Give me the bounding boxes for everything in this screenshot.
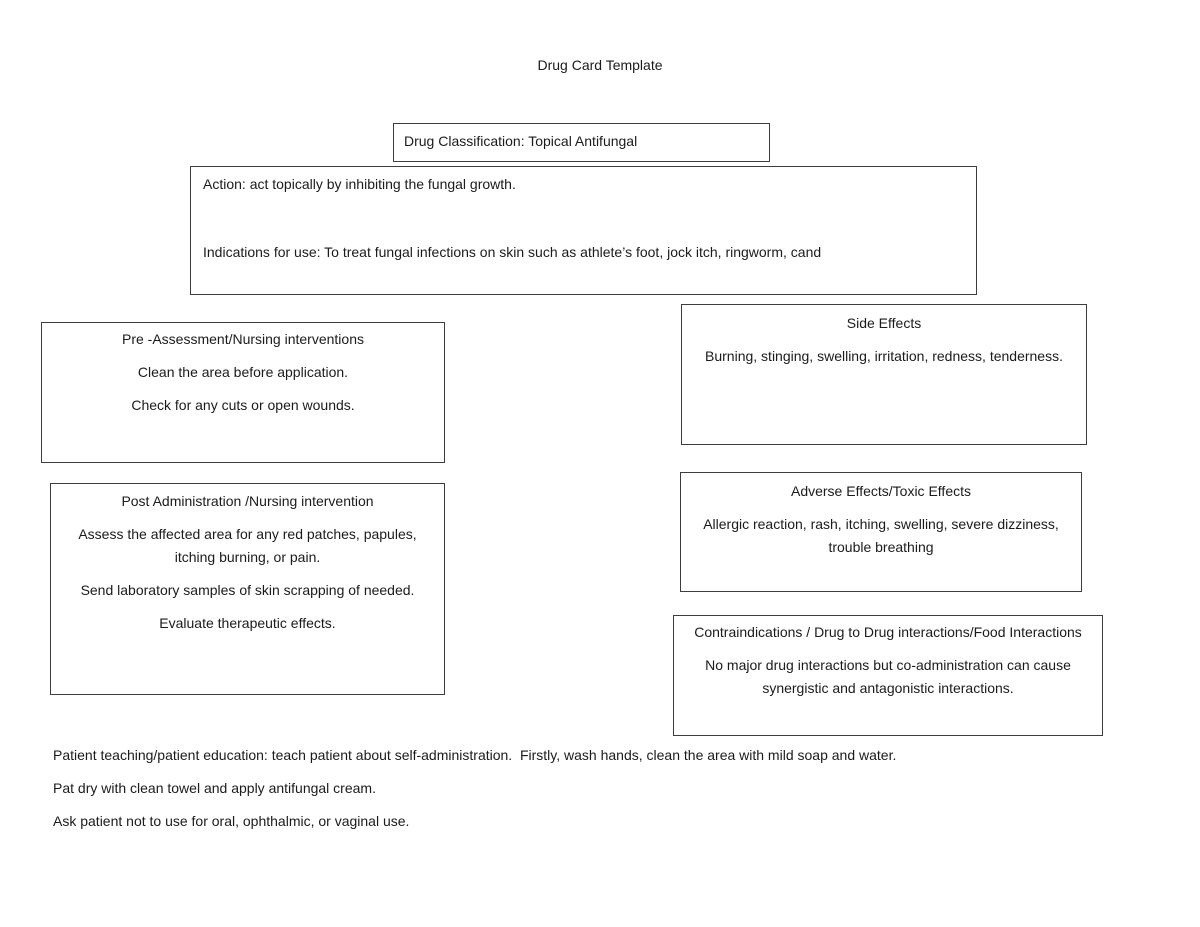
patient-teaching-line: Pat dry with clean towel and apply antif…	[53, 780, 376, 796]
post-administration-box: Post Administration /Nursing interventio…	[50, 483, 445, 695]
post-administration-line: Assess the affected area for any red pat…	[78, 526, 417, 565]
page-title: Drug Card Template	[537, 57, 663, 73]
indications-text: Indications for use: To treat fungal inf…	[203, 244, 822, 260]
pre-assessment-title: Pre -Assessment/Nursing interventions	[122, 331, 364, 347]
pre-assessment-box: Pre -Assessment/Nursing interventions Cl…	[41, 322, 445, 463]
patient-teaching-line: Patient teaching/patient education: teac…	[53, 747, 897, 763]
adverse-effects-title: Adverse Effects/Toxic Effects	[790, 483, 971, 499]
action-text: Action: act topically by inhibiting the …	[203, 176, 516, 192]
side-effects-body: Burning, stinging, swelling, irritation,…	[705, 348, 1063, 364]
pre-assessment-line: Clean the area before application.	[137, 364, 349, 380]
side-effects-box: Side Effects Burning, stinging, swelling…	[681, 304, 1087, 445]
adverse-effects-box: Adverse Effects/Toxic Effects Allergic r…	[680, 472, 1082, 592]
side-effects-title: Side Effects	[846, 315, 922, 331]
contraindications-title: Contraindications / Drug to Drug interac…	[694, 624, 1082, 640]
post-administration-title: Post Administration /Nursing interventio…	[121, 493, 374, 509]
drug-classification-box: Drug Classification: Topical Antifungal	[393, 123, 770, 162]
contraindications-box: Contraindications / Drug to Drug interac…	[673, 615, 1103, 736]
drug-classification-text: Drug Classification: Topical Antifungal	[404, 133, 638, 149]
adverse-effects-body: Allergic reaction, rash, itching, swelli…	[703, 516, 1059, 555]
post-administration-line: Evaluate therapeutic effects.	[159, 615, 336, 631]
patient-teaching-section: Patient teaching/patient education: teac…	[53, 744, 1153, 843]
pre-assessment-line: Check for any cuts or open wounds.	[131, 397, 355, 413]
post-administration-line: Send laboratory samples of skin scrappin…	[80, 582, 415, 598]
action-indications-box: Action: act topically by inhibiting the …	[190, 166, 977, 295]
patient-teaching-line: Ask patient not to use for oral, ophthal…	[53, 813, 410, 829]
contraindications-body: No major drug interactions but co-admini…	[705, 657, 1071, 696]
